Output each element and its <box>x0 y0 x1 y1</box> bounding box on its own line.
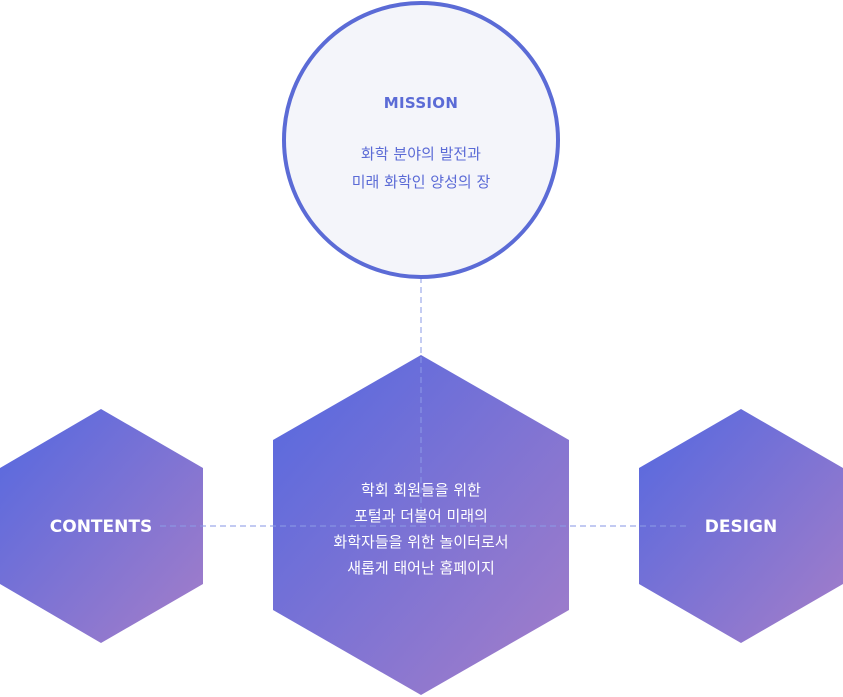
contents-label: CONTENTS <box>50 517 152 537</box>
mission-line-1: 화학 분야의 발전과 <box>361 145 481 163</box>
center-hexagon <box>273 355 569 695</box>
center-line-3: 화학자들을 위한 놀이터로서 <box>333 533 508 551</box>
center-line-4: 새롭게 태어난 홈페이지 <box>347 559 495 577</box>
center-line-2: 포털과 더불어 미래의 <box>354 507 488 525</box>
contents-hexagon <box>0 409 203 643</box>
mission-circle <box>282 1 560 279</box>
design-label: DESIGN <box>705 517 777 537</box>
center-line-1: 학회 회원들을 위한 <box>361 481 481 499</box>
mission-title: MISSION <box>384 94 458 112</box>
design-hexagon <box>639 409 843 643</box>
mission-line-2: 미래 화학인 양성의 장 <box>352 173 491 191</box>
